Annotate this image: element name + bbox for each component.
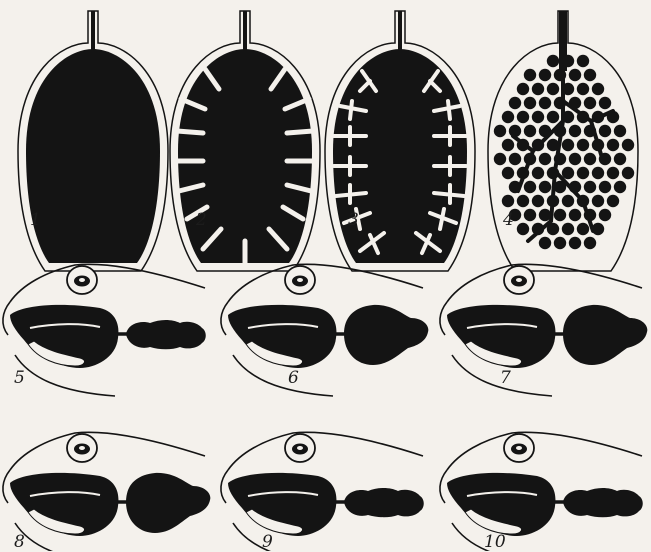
- alveolus: [569, 125, 581, 137]
- alveolus: [547, 55, 559, 67]
- alveolus: [532, 167, 544, 179]
- alveolus: [554, 209, 566, 221]
- alveolus: [517, 111, 529, 123]
- alveolus: [607, 139, 619, 151]
- label-3: 3: [348, 212, 359, 229]
- alveolus: [584, 97, 596, 109]
- alveolus: [524, 209, 536, 221]
- alveolus: [509, 97, 521, 109]
- alveolus: [622, 139, 634, 151]
- label-1: 1: [30, 212, 41, 229]
- alveolus: [517, 223, 529, 235]
- alveolus: [607, 167, 619, 179]
- label-9: 9: [262, 534, 273, 551]
- alveolus: [524, 125, 536, 137]
- frog-head-9: [221, 432, 424, 551]
- frog-head-10: [440, 432, 643, 551]
- alveolus: [584, 153, 596, 165]
- frog-head-7: [440, 264, 647, 396]
- alveolus: [584, 69, 596, 81]
- alveolus: [577, 223, 589, 235]
- alveolus: [599, 125, 611, 137]
- alveolus: [539, 97, 551, 109]
- alveolus: [577, 83, 589, 95]
- label-10: 10: [484, 534, 506, 551]
- frog-head-5: [3, 264, 206, 396]
- alveolus: [562, 223, 574, 235]
- alveolus: [547, 111, 559, 123]
- frog-head-6: [221, 264, 428, 396]
- alveolus: [502, 195, 514, 207]
- alveolus: [577, 55, 589, 67]
- lung-4: [488, 11, 638, 271]
- alveolus: [554, 237, 566, 249]
- alveolus: [599, 97, 611, 109]
- alveolus: [532, 83, 544, 95]
- lung-2: [170, 11, 320, 271]
- alveolus: [584, 181, 596, 193]
- alveolus: [494, 153, 506, 165]
- alveolus: [539, 237, 551, 249]
- alveolus: [622, 167, 634, 179]
- label-5: 5: [14, 370, 25, 387]
- label-6: 6: [288, 370, 299, 387]
- lung-1: [18, 11, 168, 271]
- alveolus: [494, 125, 506, 137]
- alveolus: [592, 83, 604, 95]
- alveolus: [562, 195, 574, 207]
- label-4: 4: [503, 212, 514, 229]
- alveolus: [524, 69, 536, 81]
- label-2: 2: [196, 212, 207, 229]
- alveolus: [532, 195, 544, 207]
- alveolus: [584, 237, 596, 249]
- alveolus: [562, 55, 574, 67]
- alveolus: [569, 69, 581, 81]
- alveolus: [502, 111, 514, 123]
- alveolus: [502, 139, 514, 151]
- alveolus: [569, 209, 581, 221]
- alveolus: [614, 153, 626, 165]
- alveolus: [502, 167, 514, 179]
- alveolus: [517, 195, 529, 207]
- label-8: 8: [14, 534, 25, 551]
- alveolus: [517, 83, 529, 95]
- alveolus: [562, 167, 574, 179]
- alveolus: [592, 195, 604, 207]
- alveolus: [599, 181, 611, 193]
- alveolus: [569, 153, 581, 165]
- alveolus: [569, 237, 581, 249]
- lung-3: [325, 11, 475, 271]
- frog-head-8: [3, 432, 210, 551]
- alveolus: [577, 167, 589, 179]
- alveolus: [524, 97, 536, 109]
- alveolus: [562, 139, 574, 151]
- alveolus: [532, 111, 544, 123]
- alveolus: [509, 153, 521, 165]
- alveolus: [539, 181, 551, 193]
- alveolus: [592, 167, 604, 179]
- alveolus: [577, 139, 589, 151]
- alveolus: [607, 195, 619, 207]
- alveolus: [614, 181, 626, 193]
- alveolus: [547, 83, 559, 95]
- alveolus: [539, 69, 551, 81]
- label-7: 7: [500, 370, 511, 387]
- alveolus: [539, 153, 551, 165]
- alveolus: [599, 209, 611, 221]
- alveolus: [614, 125, 626, 137]
- alveolus: [524, 181, 536, 193]
